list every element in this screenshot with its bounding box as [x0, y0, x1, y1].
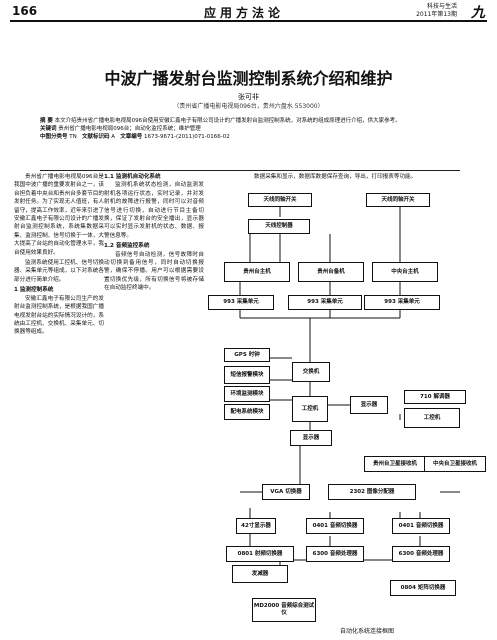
journal-logo: 九: [471, 5, 485, 21]
guizhou-backup-transmitter: 贵州台备机: [298, 262, 364, 282]
journal-name: 科技与生活: [426, 3, 457, 10]
paragraph: 监测机系统状态检测，自动监测发射机各项运行状态，实时记录，并对发射机的故障进行报…: [104, 182, 204, 239]
figure-caption: 自动化系统连接框图: [340, 628, 395, 635]
keywords-line: 关键词 贵州省广播电影电视局096台；自动化监控系统；维护管理: [40, 125, 460, 133]
sms-alarm-module: 短信报警模块: [224, 366, 270, 384]
central-satellite-receiver: 中央台卫星接收机: [424, 456, 486, 472]
acquisition-unit-2: 993 采集单元: [288, 295, 362, 310]
abstract-block: 摘 要 本文介绍贵州省广播电影电视局096台使用安徽汇鑫电子有限公司设计的广播发…: [40, 117, 460, 141]
acquisition-unit-3: 993 采集单元: [364, 295, 440, 310]
abstract-label: 摘 要: [40, 118, 53, 124]
gps-clock: GPS 时钟: [224, 348, 270, 362]
section-heading: 1 监测控制系统: [14, 287, 54, 294]
clc-value: TN: [69, 134, 77, 140]
abstract-rule: [40, 170, 460, 171]
power-module: 配电系统模块: [224, 404, 270, 420]
abstract-line: 摘 要 本文介绍贵州省广播电影电视局096台使用安徽汇鑫电子有限公司设计的广播发…: [40, 117, 460, 125]
paragraph: 音频信号自动检测，信号故障时自动切换到备用信号，同时自动切换报警，确保不停播。用…: [104, 251, 204, 292]
attenuator: 发减器: [232, 565, 288, 583]
section-heading: 1.1 监测机自动化系统: [104, 174, 161, 180]
doc-code-value: A: [111, 134, 116, 140]
network-switch: 交换机: [292, 362, 330, 382]
article-id-value: 1673-9671-(2011)071-0166-02: [144, 134, 230, 140]
antenna-controller: 天线控制器: [248, 219, 310, 234]
article-id-label: 文章编号: [120, 134, 143, 140]
image-distributor-2302: 2302 图像分配器: [328, 484, 416, 500]
md2000-audio-tester: MD2000 音频综合测试仪: [252, 598, 316, 622]
body-column-2: 1.1 监测机自动化系统 监测机系统状态检测，自动监测发射机各项运行状态，实时记…: [104, 173, 204, 293]
article-title: 中波广播发射台监测控制系统介绍和维护: [104, 69, 393, 88]
keywords-text: 贵州省广播电影电视局096台；自动化监控系统；维护管理: [58, 126, 201, 132]
clc-label: 中图分类号: [40, 134, 68, 140]
section-heading: 1.2 音频监控系统: [104, 243, 150, 250]
environment-module: 环境监测模块: [224, 386, 270, 402]
header-rule: [10, 20, 487, 22]
industrial-pc-2: 工控机: [404, 408, 460, 428]
audio-processor-6300-a: 6300 音频处理器: [306, 546, 364, 562]
display-2: 显示器: [290, 430, 332, 446]
paragraph: 贵州省广播电影电视局096台是我国中波广播的重要发射台之一，该台担负着中央台和贵…: [14, 174, 104, 256]
article-affiliation: （贵州省广播电影电视局096台，贵州六盘水 553000）: [173, 103, 324, 110]
audio-switcher-0401-b: 0401 音频切换器: [392, 518, 450, 534]
industrial-pc-1: 工控机: [292, 396, 328, 422]
vga-switcher: VGA 切换器: [262, 484, 310, 500]
central-main-transmitter: 中央台主机: [372, 262, 438, 282]
page-number: 166: [12, 4, 38, 18]
paragraph: 监测系统使用工控机、信号切换器、采集单元等组成，以下对系统各部分进行简单介绍。: [14, 260, 104, 283]
abstract-text: 本文介绍贵州省广播电影电视局096台使用安徽汇鑫电子有限公司设计的广播发射台监测…: [54, 118, 401, 124]
body-column-1: 贵州省广播电影电视局096台是我国中波广播的重要发射台之一，该台担负着中央台和贵…: [14, 173, 104, 337]
column-title: 应用方法论: [204, 6, 285, 20]
display-42-inch: 42寸显示器: [236, 518, 276, 534]
journal-info: 科技与生活 2011年第13期: [416, 3, 457, 19]
matrix-switcher-0804: 0804 矩阵切换器: [390, 580, 456, 596]
keywords-label: 关键词: [40, 126, 57, 132]
doc-code-label: 文献标识码: [82, 134, 110, 140]
acquisition-unit-1: 993 采集单元: [208, 295, 274, 310]
antenna-coax-switch-b: 天线同轴开关: [366, 193, 430, 207]
guizhou-satellite-receiver: 贵州台卫星接收机: [364, 456, 426, 472]
journal-issue: 2011年第13期: [416, 11, 457, 18]
classification-line: 中图分类号 TN 文献标识码 A 文章编号 1673-9671-(2011)07…: [40, 133, 460, 141]
figure-intro-text: 数据采集和显示，数据库数据保存查询，导出，打印报表等功能。: [254, 174, 417, 180]
paragraph: 安徽汇鑫电子有限公司生产的发射台监测控制系统，是根据我国广播电视发射台站的实际情…: [14, 295, 104, 336]
antenna-coax-switch-a: 天线同轴开关: [248, 193, 312, 207]
guizhou-main-transmitter: 贵州台主机: [224, 262, 290, 282]
article-author: 张可非: [238, 93, 259, 101]
display-1: 显示器: [350, 396, 388, 414]
audio-switcher-0401-a: 0401 音频切换器: [306, 518, 364, 534]
audio-processor-6300-b: 6300 音频处理器: [392, 546, 450, 562]
rf-switcher-0801: 0801 射频切换器: [226, 546, 294, 562]
demodulator-710: 710 解调器: [404, 390, 466, 404]
